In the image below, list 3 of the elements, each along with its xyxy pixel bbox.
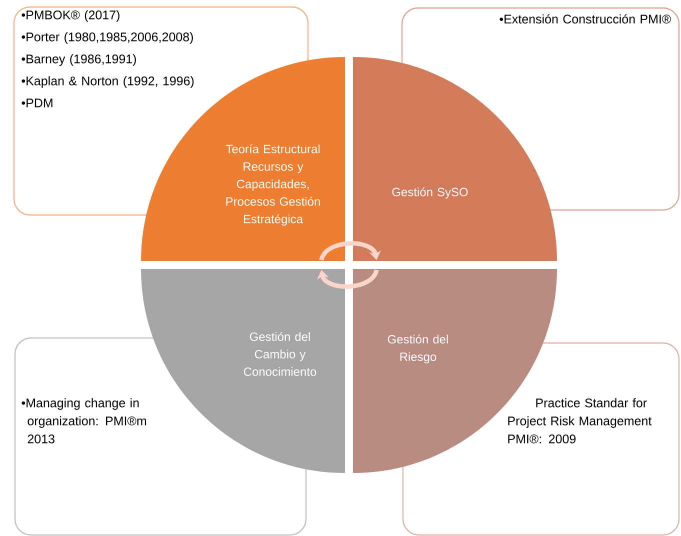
- quadrant: Gestión SySO: [353, 57, 557, 261]
- cycle-arrow: [316, 269, 379, 289]
- cycle-arrow: [319, 241, 382, 261]
